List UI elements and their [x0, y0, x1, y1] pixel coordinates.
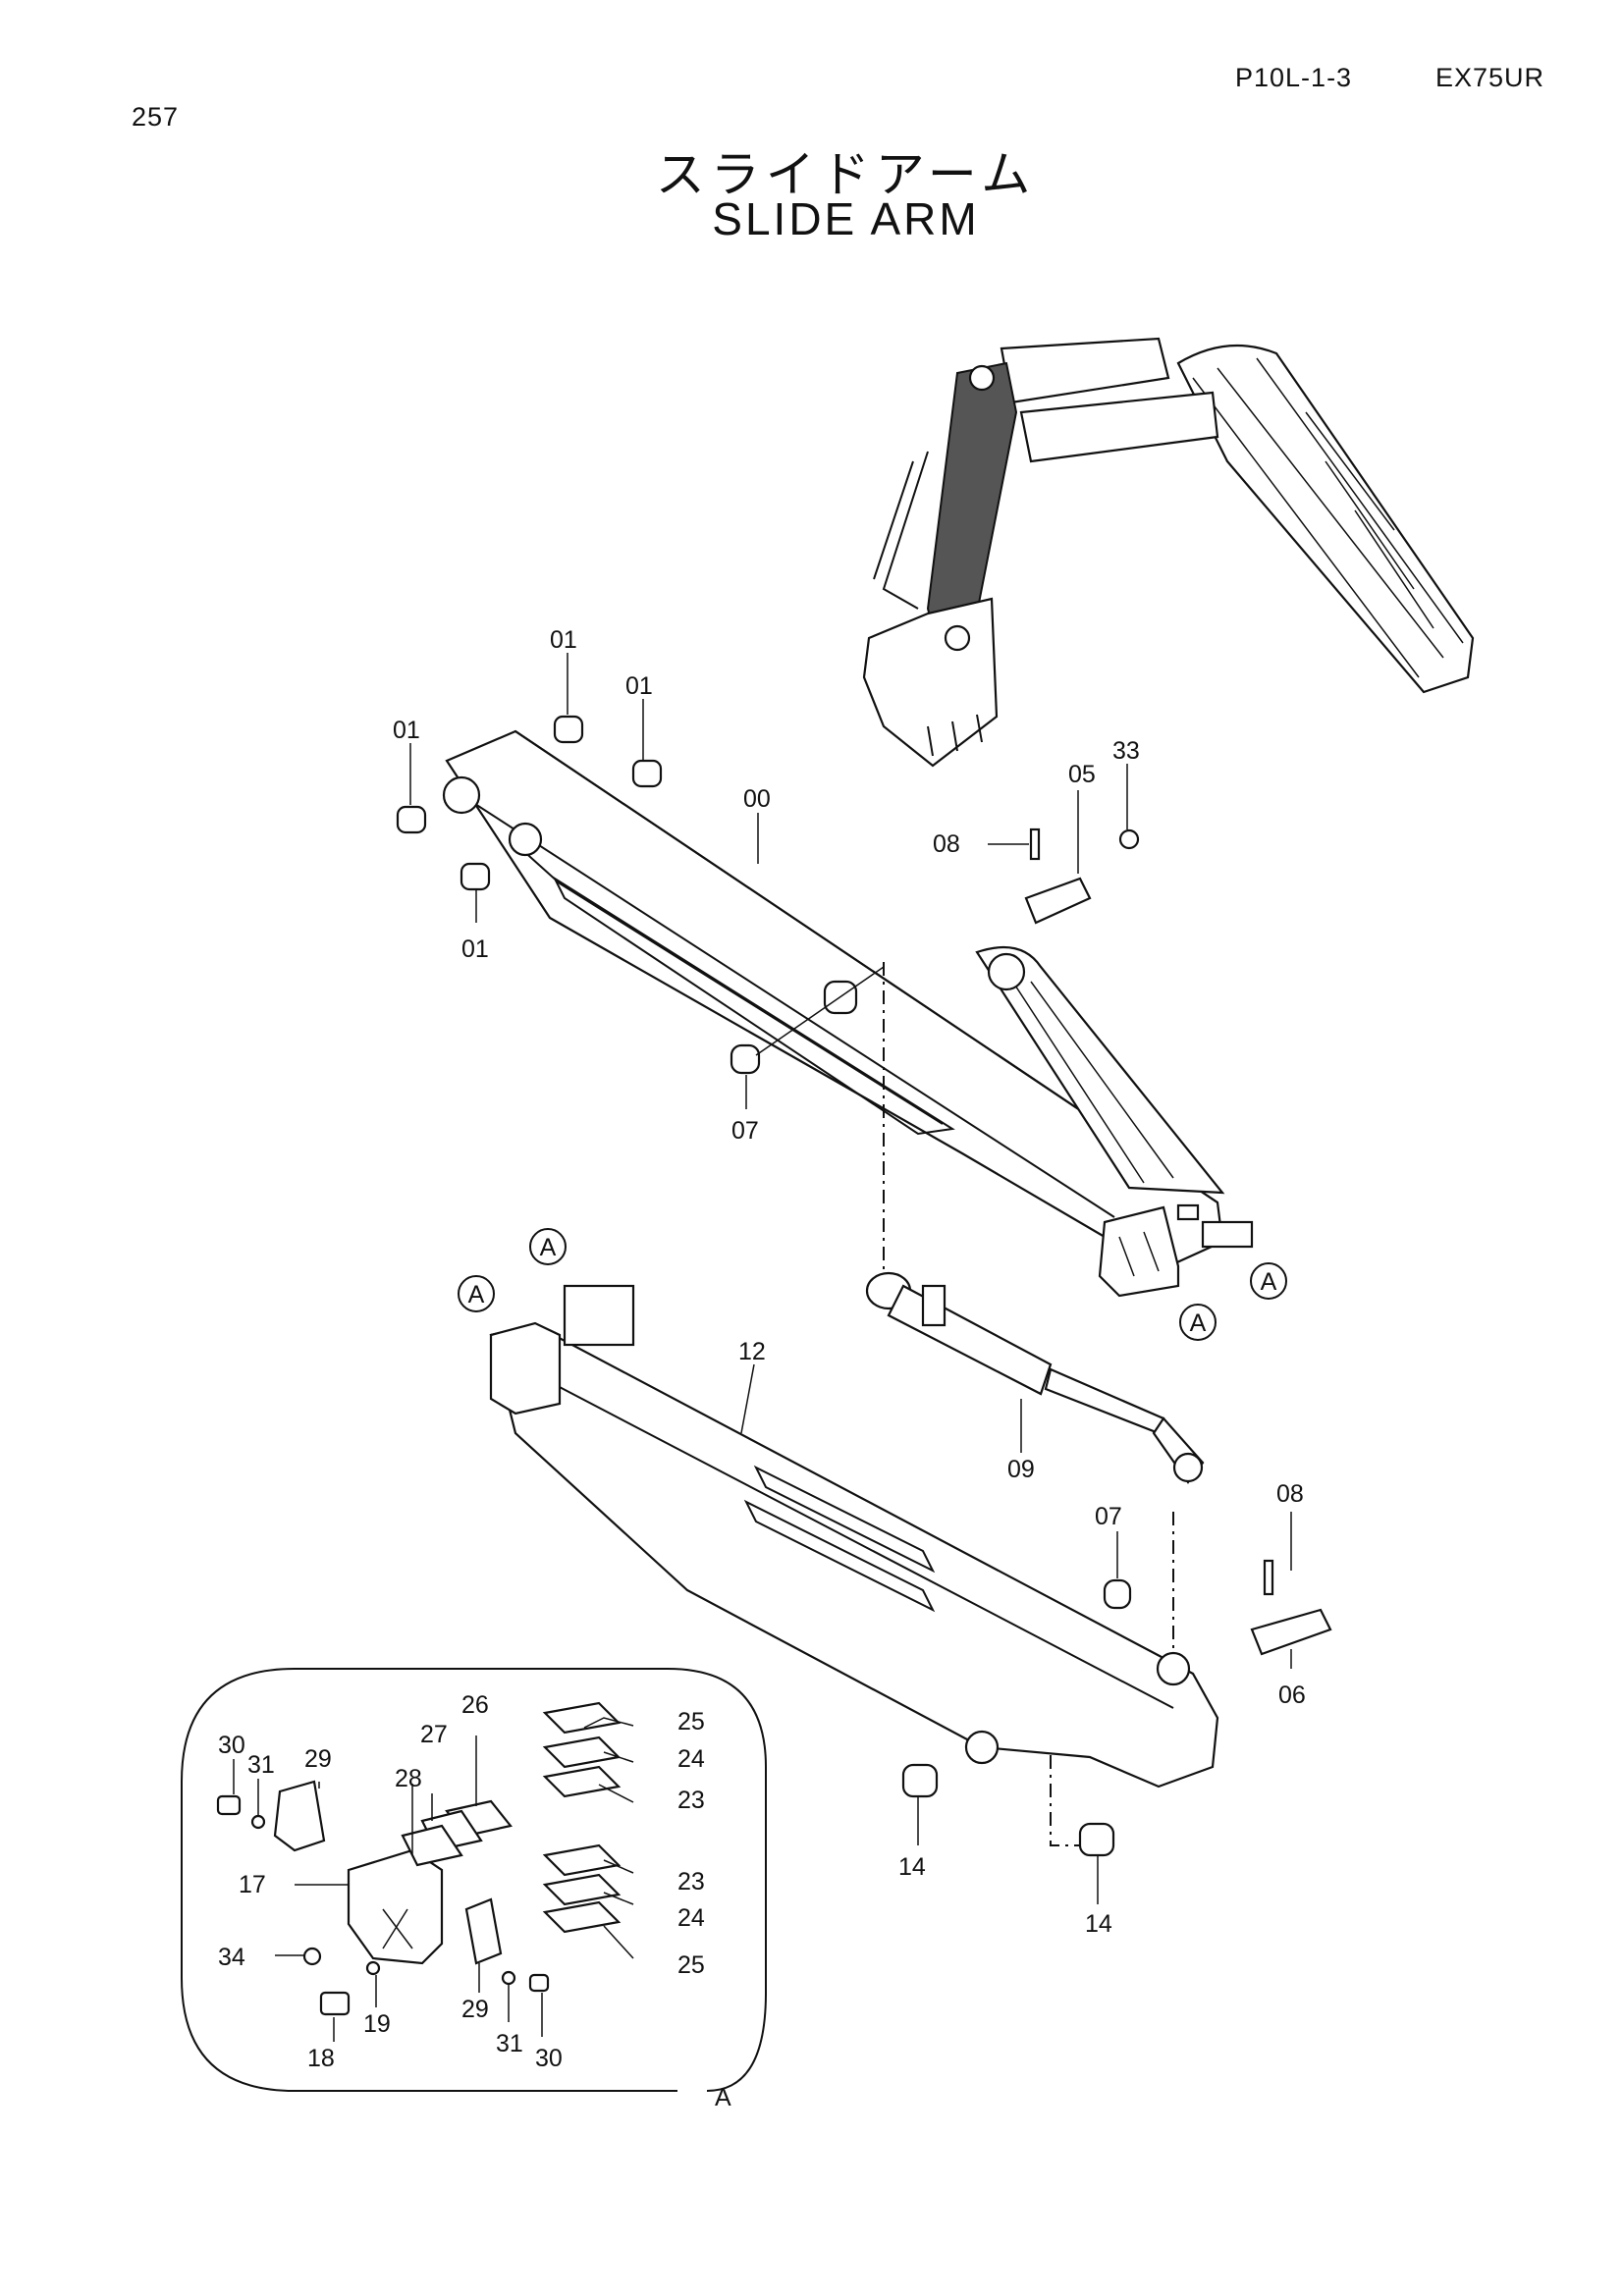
bushing-guide-line: [755, 966, 885, 1056]
callout-24b: 24: [677, 1904, 705, 1932]
bushings-01: [396, 715, 663, 891]
callout-08a: 08: [933, 830, 960, 858]
callout-25a: 25: [677, 1708, 705, 1735]
callout-30a: 30: [218, 1732, 245, 1759]
hydraulic-cylinder: [865, 1271, 1205, 1484]
bushing-07b-shape: [1103, 1578, 1132, 1610]
callout-01c: 01: [393, 717, 420, 744]
callout-07b: 07: [1095, 1503, 1122, 1530]
callout-26: 26: [461, 1691, 489, 1719]
callout-29b: 29: [461, 1996, 489, 2023]
callout-29a: 29: [304, 1745, 332, 1773]
callout-28: 28: [395, 1765, 422, 1792]
bushing-14a-shape: [901, 1763, 939, 1798]
callout-19: 19: [363, 2010, 391, 2038]
callout-07a: 07: [731, 1117, 759, 1145]
model-code: EX75UR: [1435, 63, 1545, 92]
title-english: SLIDE ARM: [712, 193, 980, 244]
callout-09: 09: [1007, 1456, 1035, 1483]
lock-pin-08b-shape: [1263, 1559, 1274, 1596]
callout-14a: 14: [898, 1853, 926, 1881]
pin-05-shape: [1024, 877, 1092, 925]
title-japanese: スライドアーム: [655, 146, 1037, 203]
slide-arm-inner: [489, 1284, 1219, 1789]
page-number: 257: [132, 102, 180, 132]
callout-31b: 31: [496, 2030, 523, 2057]
svg-text:A: A: [540, 1234, 557, 1261]
callout-01a: 01: [550, 626, 577, 654]
callout-34: 34: [218, 1944, 245, 1971]
svg-text:A: A: [1190, 1309, 1207, 1337]
detail-a-label: A: [715, 2084, 731, 2111]
callout-23b: 23: [677, 1868, 705, 1896]
detail-a-box: [181, 1668, 767, 2092]
callout-18: 18: [307, 2045, 335, 2072]
callout-27: 27: [420, 1721, 448, 1748]
callout-01d: 01: [461, 935, 489, 963]
circle-marker-a2: A: [458, 1275, 495, 1312]
callout-05: 05: [1068, 761, 1096, 788]
callout-labels: 01 01 01 01 00 05 33 08 07 12 09 07 08 0…: [218, 626, 1306, 2111]
circle-marker-a3: A: [1250, 1262, 1287, 1300]
svg-text:A: A: [1261, 1268, 1277, 1296]
leader-lines: [409, 653, 1292, 1904]
callout-00: 00: [743, 785, 771, 813]
callout-12: 12: [738, 1338, 766, 1365]
svg-text:A: A: [468, 1281, 485, 1308]
lock-pin-08-shape: [1029, 828, 1041, 861]
bushing-14b-shape: [1078, 1822, 1115, 1857]
pin-06-shape: [1250, 1608, 1332, 1656]
bushing-07-shape: [730, 1043, 761, 1075]
circle-marker-a4: A: [1179, 1304, 1217, 1341]
callout-14b: 14: [1085, 1910, 1112, 1938]
callout-08b: 08: [1276, 1480, 1304, 1508]
callout-30b: 30: [535, 2045, 563, 2072]
circle-marker-a1: A: [529, 1228, 567, 1265]
callout-31a: 31: [247, 1751, 275, 1779]
callout-25b: 25: [677, 1951, 705, 1979]
callout-33: 33: [1112, 737, 1140, 765]
callout-06: 06: [1278, 1682, 1306, 1709]
callout-23a: 23: [677, 1787, 705, 1814]
excavator-overview-illustration: [862, 337, 1475, 768]
grease-fitting-33-shape: [1118, 828, 1140, 850]
callout-17: 17: [239, 1871, 266, 1898]
callout-24a: 24: [677, 1745, 705, 1773]
reference-code: P10L-1-3: [1235, 63, 1353, 92]
callout-01b: 01: [625, 672, 653, 700]
